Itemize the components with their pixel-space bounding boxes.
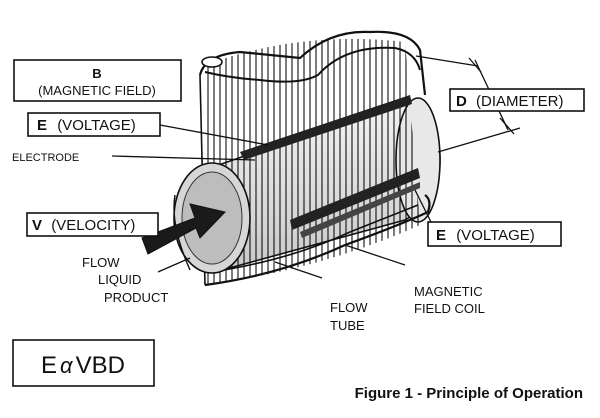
- figure-caption: Figure 1 - Principle of Operation: [355, 385, 583, 402]
- leader-e-voltage-top: [159, 124, 269, 146]
- flow-liquid-line1: FLOW: [82, 255, 120, 270]
- leader-flow-tube: [274, 261, 323, 279]
- b-text: (MAGNETIC FIELD): [38, 83, 156, 98]
- v-letter: V: [32, 217, 42, 234]
- e-bottom-letter: E: [436, 227, 446, 244]
- flow-liquid-line3: PRODUCT: [104, 290, 168, 305]
- magnetic-line2: FIELD COIL: [414, 301, 485, 316]
- b-letter: B: [92, 66, 101, 81]
- electrode-label: ELECTRODE: [12, 152, 79, 164]
- leader-magnetic-coil: [344, 244, 406, 266]
- e-bottom-text: (VOLTAGE): [456, 227, 535, 244]
- svg-text:E (VOLTAGE): E (VOLTAGE): [436, 227, 535, 244]
- e-top-text: (VOLTAGE): [57, 117, 136, 134]
- leader-e-voltage-bottom: [414, 189, 433, 225]
- svg-text:V (VELOCITY): V (VELOCITY): [32, 217, 135, 234]
- label-flow-liquid-product: FLOW LIQUID PRODUCT: [82, 255, 168, 305]
- svg-text:D (DIAMETER): D (DIAMETER): [456, 93, 564, 110]
- flow-tube-line1: FLOW: [330, 300, 368, 315]
- d-letter: D: [456, 93, 467, 110]
- label-magnetic-field-coil: MAGNETIC FIELD COIL: [414, 284, 485, 316]
- svg-text:E (VOLTAGE): E (VOLTAGE): [37, 117, 136, 134]
- label-e-voltage-top: E (VOLTAGE): [27, 112, 161, 137]
- formula-proportional-symbol: α: [60, 353, 74, 378]
- magnetic-line1: MAGNETIC: [414, 284, 483, 299]
- v-text: (VELOCITY): [51, 217, 135, 234]
- label-e-voltage-bottom: E (VOLTAGE): [427, 221, 562, 247]
- leader-electrode: [111, 155, 256, 161]
- label-d-diameter: D (DIAMETER): [449, 88, 585, 112]
- label-v-velocity: V (VELOCITY): [26, 212, 159, 237]
- formula-rhs: VBD: [76, 352, 125, 379]
- label-b-magnetic-field: B (MAGNETIC FIELD): [13, 59, 182, 102]
- leader-lines: [111, 124, 433, 279]
- flow-liquid-line2: LIQUID: [98, 272, 141, 287]
- formula-lhs: E: [41, 352, 57, 379]
- velocity-arrow: [141, 203, 226, 255]
- e-top-letter: E: [37, 117, 47, 134]
- electrode-bands: [240, 95, 420, 238]
- d-text: (DIAMETER): [476, 93, 564, 110]
- flow-tube-line2: TUBE: [330, 318, 365, 333]
- label-flow-tube: FLOW TUBE: [330, 300, 368, 333]
- leader-flow-liquid: [157, 257, 191, 273]
